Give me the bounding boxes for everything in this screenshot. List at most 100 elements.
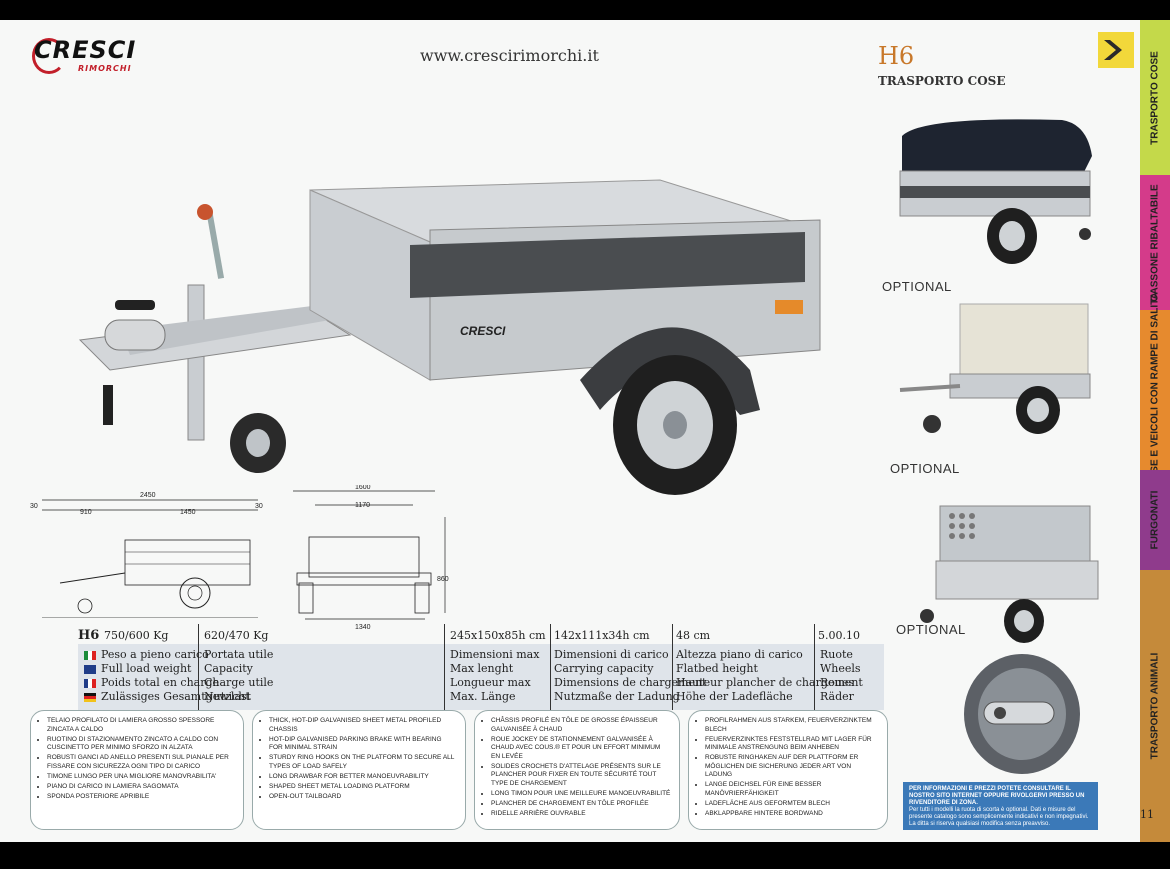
- spec-payload-label-fr: Charge utile: [204, 676, 274, 689]
- model-title: H6: [878, 42, 915, 70]
- category-chevron: [1098, 32, 1134, 68]
- spec-payload-value: 620/470 Kg: [204, 629, 269, 642]
- dim-front-inner: 1170: [355, 502, 370, 509]
- dim-drawbar-length: 910: [80, 509, 92, 516]
- rear-reflector: [775, 300, 803, 314]
- logo-text: CRESCI: [34, 36, 137, 64]
- optional-tarp-image: [899, 303, 1091, 434]
- category-sidebar: TRASPORTO COSE CASSONE RIBALTABILE COSE …: [1140, 20, 1170, 842]
- dim-box-length: 1450: [180, 509, 196, 516]
- feature-de-6: Abklappbare hintere Bordwand: [705, 810, 879, 819]
- spec-wheels-label-fr: Roues: [820, 676, 855, 689]
- info-line-3: La ditta si riserva qualsiasi modifica s…: [909, 821, 1051, 827]
- svg-text:CRESCI: CRESCI: [460, 324, 506, 338]
- info-line-1: PER INFORMAZIONI E PREZZI POTETE CONSULT…: [909, 786, 1085, 806]
- tab-cose-veicoli[interactable]: COSE E VEICOLI CON RAMPE DI SALITA: [1140, 292, 1170, 488]
- dim-right-margin: 30: [255, 503, 263, 510]
- feature-fr-2: Roue jockey de stationnement galvanisée …: [491, 736, 671, 762]
- spec-table: H6 750/600 Kg Peso a pieno carico Full l…: [78, 624, 884, 710]
- feature-de-2: Feuerverzinktes Feststellrad mit Lager f…: [705, 736, 879, 753]
- tab-cassone-ribaltabile[interactable]: CASSONE RIBALTABILE: [1140, 175, 1170, 310]
- page-number: 11: [1140, 808, 1154, 821]
- tab-trasporto-animali[interactable]: TRASPORTO ANIMALI: [1140, 570, 1170, 842]
- spec-loaddim-label-de: Nutzmaße der Ladung: [554, 690, 680, 703]
- feature-de-5: Ladefläche aus geformtem Blech: [705, 800, 879, 809]
- optional-label-cover: OPTIONAL: [882, 279, 952, 294]
- spec-loaddim-label-en: Carrying capacity: [554, 662, 654, 675]
- front-view-drawing: 1600 1170 860 1340: [293, 485, 449, 630]
- feature-fr-1: Châssis profilé en tôle de grosse épaiss…: [491, 717, 671, 734]
- spec-payload-label-en: Capacity: [204, 662, 253, 675]
- feature-en-3: Sturdy ring hooks on the platform to sec…: [269, 754, 457, 771]
- website-url[interactable]: www.crescirimorchi.it: [420, 46, 599, 65]
- optional-mesh-image: [920, 505, 1099, 643]
- dim-track: 1340: [355, 624, 371, 630]
- spec-wheels-value: 5.00.10: [818, 629, 860, 642]
- spec-loaddim-value: 142x111x34h cm: [554, 629, 650, 642]
- feature-it-6: Sponda posteriore apribile: [47, 793, 235, 802]
- ring-hook-closeup: [964, 654, 1080, 774]
- category-subtitle: TRASPORTO COSE: [878, 74, 1006, 88]
- dim-left-margin: 30: [30, 503, 38, 510]
- optional-label-mesh: OPTIONAL: [896, 622, 966, 637]
- feature-it-3: Robusti ganci ad anello presenti sul pia…: [47, 754, 235, 771]
- catalog-page: CRESCI RIMORCHI www.crescirimorchi.it CR…: [0, 20, 1170, 842]
- spec-maxdim-label-de: Max. Länge: [450, 690, 516, 703]
- feature-en-4: Long drawbar for better manoeuvrability: [269, 773, 457, 782]
- info-line-2: Per tutti i modelli la ruota di scorta è…: [909, 807, 1089, 820]
- spec-loaddim-label-fr: Dimensions de chargement: [554, 676, 707, 689]
- cresci-logo: CRESCI RIMORCHI: [32, 36, 142, 74]
- dim-height: 860: [437, 576, 449, 583]
- spec-model: H6: [78, 628, 100, 643]
- feature-de-4: Lange Deichsel für eine besser Manövrier…: [705, 781, 879, 798]
- feature-it-2: Ruotino di stazionamento zincato a caldo…: [47, 736, 235, 753]
- spec-floor-value: 48 cm: [676, 629, 711, 642]
- feature-en-5: Shaped sheet metal loading platform: [269, 783, 457, 792]
- tab-trasporto-cose[interactable]: TRASPORTO COSE: [1140, 20, 1170, 175]
- chevron-right-icon: [1104, 40, 1122, 60]
- spec-payload-label-de: Nutzlast: [204, 690, 252, 703]
- spec-floor-label-en: Flatbed height: [676, 662, 758, 675]
- spec-flag-en: Full load weight: [84, 662, 191, 675]
- spec-wheels-label-it: Ruote: [820, 648, 853, 661]
- spec-maxdim-value: 245x150x85h cm: [450, 629, 546, 642]
- spec-flag-de: Zulässiges Gesamtgewicht: [84, 690, 250, 703]
- feature-en-2: Hot-dip galvanised parking brake with be…: [269, 736, 457, 753]
- feature-it-4: Timone lungo per una migliore manovrabil…: [47, 773, 235, 782]
- main-trailer-image: CRESCI: [78, 179, 821, 495]
- tab-furgonati[interactable]: FURGONATI: [1140, 470, 1170, 570]
- feature-fr-4: Long timon pour une meilleure manoeuvrab…: [491, 790, 671, 799]
- spec-floor-label-fr: Hauteur plancher de chargement: [676, 676, 863, 689]
- dim-front-total: 1600: [355, 485, 371, 491]
- spec-loaddim-label-it: Dimensioni di carico: [554, 648, 669, 661]
- feature-fr-5: Plancher de chargement en tôle profilée: [491, 800, 671, 809]
- features-italian: Telaio profilato di lamiera grosso spess…: [30, 710, 244, 830]
- feature-it-5: Piano di carico in lamiera sagomata: [47, 783, 235, 792]
- spec-table-band: [78, 644, 884, 710]
- spec-full-load-value: 750/600 Kg: [104, 629, 169, 642]
- info-box: PER INFORMAZIONI E PREZZI POTETE CONSULT…: [903, 782, 1098, 830]
- feature-de-3: Robuste Ringhaken auf der Plattform er m…: [705, 754, 879, 780]
- logo-ring: [32, 38, 66, 74]
- feature-en-6: Open-out tailboard: [269, 793, 457, 802]
- feature-it-1: Telaio profilato di lamiera grosso spess…: [47, 717, 235, 734]
- dim-total-length: 2450: [140, 492, 156, 499]
- spec-floor-label-it: Altezza piano di carico: [676, 648, 803, 661]
- feature-fr-6: Ridelle arrière ouvrable: [491, 810, 671, 819]
- feature-de-1: Profilrahmen aus starkem, feuerverzinkte…: [705, 717, 879, 734]
- spec-wheels-label-en: Wheels: [820, 662, 861, 675]
- spec-maxdim-label-fr: Longueur max: [450, 676, 531, 689]
- features-english: Thick, hot-dip galvanised sheet metal pr…: [252, 710, 466, 830]
- logo-subtext: RIMORCHI: [78, 64, 132, 73]
- spec-wheels-label-de: Räder: [820, 690, 854, 703]
- features-german: Profilrahmen aus starkem, feuerverzinkte…: [688, 710, 888, 830]
- feature-fr-3: Solides crochets d'attelage présents sur…: [491, 763, 671, 789]
- optional-label-tarp: OPTIONAL: [890, 461, 960, 476]
- side-view-drawing: 2450 30 910 1450 30 1710 710: [30, 492, 263, 618]
- jockey-handle-knob: [197, 204, 213, 220]
- spec-maxdim-label-en: Max lenght: [450, 662, 514, 675]
- optional-cover-image: [899, 119, 1092, 264]
- spec-floor-label-de: Höhe der Ladefläche: [676, 690, 793, 703]
- spec-payload-label-it: Portata utile: [204, 648, 274, 661]
- feature-en-1: Thick, hot-dip galvanised sheet metal pr…: [269, 717, 457, 734]
